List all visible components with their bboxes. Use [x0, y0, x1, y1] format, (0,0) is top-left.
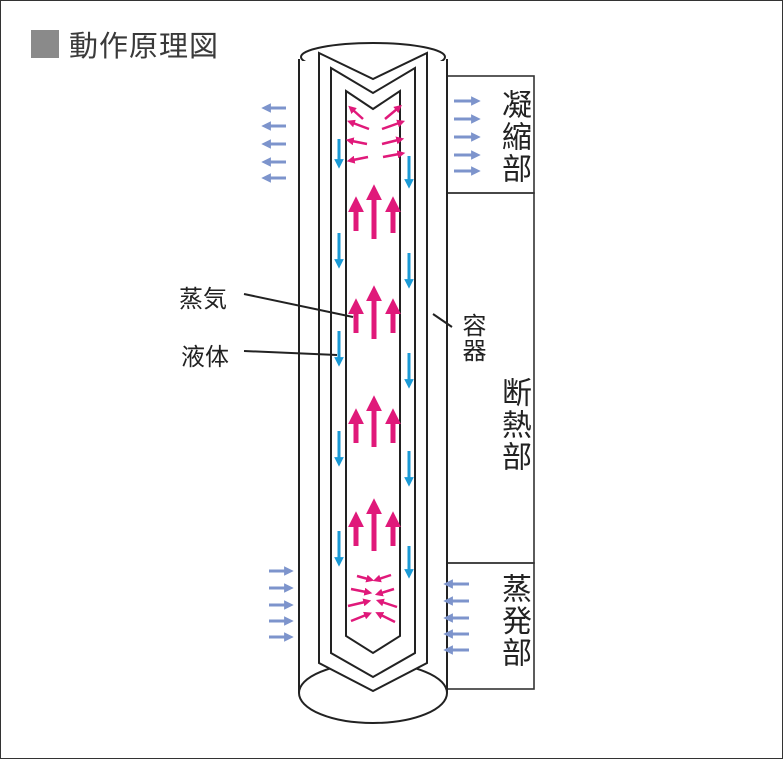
vapor-evaporate-arrow: [356, 574, 375, 583]
vapor-flow-arrows: [345, 104, 406, 624]
leader-lines: [243, 293, 453, 356]
vapor-condense-arrow: [347, 119, 370, 131]
vapor-leader-line: [243, 293, 354, 318]
title-row: 動作原理図: [31, 23, 219, 65]
container-leader-line: [432, 313, 453, 328]
vapor-condense-arrow: [384, 104, 402, 120]
heat-flow-arrows: [261, 96, 481, 655]
container-label: 容器: [458, 313, 486, 363]
vapor-evaporate-arrow: [372, 573, 392, 583]
vapor-evaporate-arrow: [375, 598, 398, 609]
vapor-condense-arrow: [346, 155, 369, 164]
liquid-flow-arrows: [334, 139, 414, 579]
diagram-title: 動作原理図: [69, 29, 220, 63]
vapor-evaporate-arrow: [350, 587, 373, 596]
gray-square-icon: [31, 30, 59, 58]
vapor-condense-arrow: [382, 150, 406, 159]
heat-pipe-body: [298, 42, 448, 724]
vapor-condense-arrow: [348, 105, 364, 120]
condenser-label: 凝縮部: [496, 89, 531, 185]
wick-inner-boundary: [345, 89, 401, 655]
vapor-evaporate-arrow: [374, 587, 395, 597]
vapor-condense-arrow: [381, 136, 405, 146]
evaporator-label: 蒸発部: [496, 573, 531, 669]
liquid-leader-line: [243, 350, 338, 356]
liquid-label: 液体: [181, 343, 229, 371]
vapor-evaporate-arrow: [347, 598, 372, 608]
vapor-condense-arrow: [381, 119, 406, 131]
vapor-evaporate-arrow: [375, 612, 396, 624]
adiabatic-label: 断熱部: [496, 377, 531, 473]
vapor-label: 蒸気: [179, 285, 227, 313]
vapor-condense-arrow: [345, 137, 368, 146]
vapor-evaporate-arrow: [350, 611, 372, 623]
